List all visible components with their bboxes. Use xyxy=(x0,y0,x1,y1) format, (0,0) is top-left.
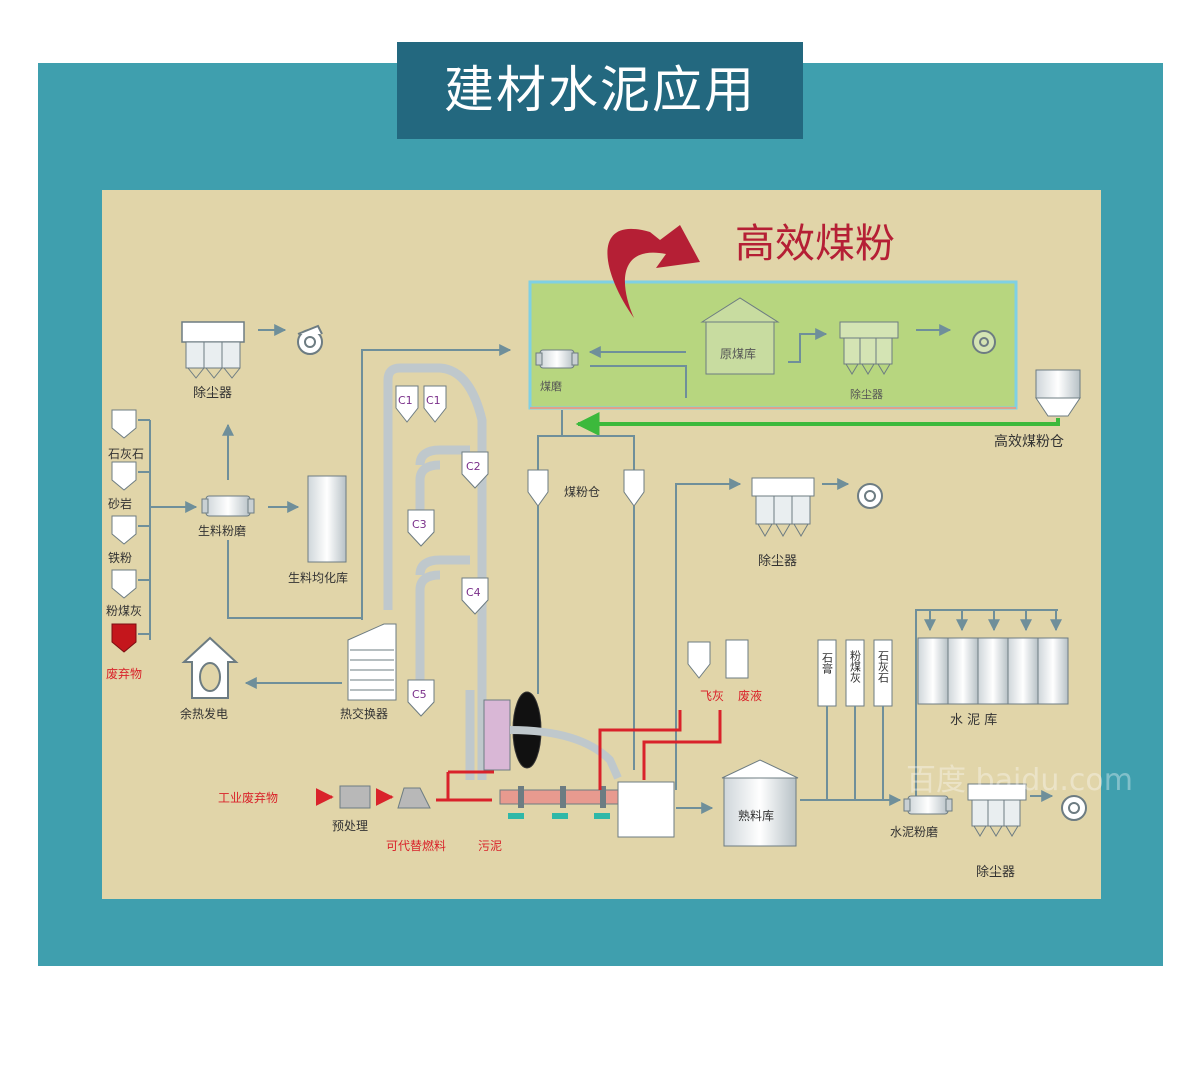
c1-label-a: C1 xyxy=(398,394,413,407)
raw-coal-shed-icon xyxy=(700,297,780,375)
waste-heat-label: 余热发电 xyxy=(180,706,228,721)
fan-bottom-icon xyxy=(1061,795,1087,821)
waste-label: 废弃物 xyxy=(106,666,142,681)
hopper-flyash-icon xyxy=(111,569,137,599)
raw-silo-icon xyxy=(307,475,347,563)
preheater-tower xyxy=(383,363,487,780)
c3-label: C3 xyxy=(412,518,427,531)
hopper-iron-icon xyxy=(111,515,137,545)
waste-liquid-tank-icon xyxy=(725,639,749,679)
dust-green-label: 除尘器 xyxy=(850,387,883,401)
clinker-silo-label: 熟料库 xyxy=(738,808,774,823)
rotary-kiln-icon xyxy=(499,786,621,819)
sludge-label: 污泥 xyxy=(478,839,502,853)
hec-silo-label: 高效煤粉仓 xyxy=(994,433,1064,450)
heat-exchanger-label: 热交换器 xyxy=(340,706,388,721)
c2-label: C2 xyxy=(466,460,481,473)
calciner-icon xyxy=(483,691,622,780)
industrial-waste-label: 工业废弃物 xyxy=(218,790,278,805)
highlight-label: 高效煤粉 xyxy=(735,221,895,267)
watermark: 百度 baidu.com xyxy=(906,763,1133,798)
fan-green-icon xyxy=(972,330,996,354)
dust-collector-top-left-icon xyxy=(181,321,245,379)
hopper-sandstone-icon xyxy=(111,461,137,491)
pretreat-label: 预处理 xyxy=(332,819,368,833)
c1-label-b: C1 xyxy=(426,394,441,407)
page-title: 建材水泥应用 xyxy=(397,42,803,139)
flyash-col-label: 粉煤灰 xyxy=(849,650,862,683)
flyash-bin-icon xyxy=(687,641,711,679)
cooler-icon xyxy=(617,781,675,838)
waste-liquid-label: 废液 xyxy=(738,688,762,703)
raw-coal-shed-label: 原煤库 xyxy=(720,346,756,361)
fan-mid-icon xyxy=(857,483,883,509)
red-curved-arrow xyxy=(607,225,700,318)
hopper-waste-icon xyxy=(111,623,137,653)
coal-mill-icon xyxy=(535,349,579,369)
coal-mill-label: 煤磨 xyxy=(540,380,562,393)
fan-icon xyxy=(297,324,323,355)
clinker-silo-icon xyxy=(721,759,799,847)
raw-silo-label: 生料均化库 xyxy=(288,570,348,585)
c5-label: C5 xyxy=(412,688,427,701)
cement-mill-icon xyxy=(903,795,953,815)
pretreat-box-icon xyxy=(339,785,371,809)
alt-fuel-label: 可代替燃料 xyxy=(386,838,446,853)
dust-collector-mid-icon xyxy=(751,477,815,537)
iron-label: 铁粉 xyxy=(108,551,132,565)
hopper-limestone-icon xyxy=(111,409,137,439)
cyclone-c5-icon xyxy=(407,679,435,717)
cement-mill-label: 水泥粉磨 xyxy=(890,825,938,839)
coal-bin-left-icon xyxy=(527,469,549,507)
heat-exchanger-icon xyxy=(347,623,397,701)
cyclone-c1-icon xyxy=(395,385,447,423)
hec-silo-icon xyxy=(1035,369,1081,417)
cyclone-c4-icon xyxy=(461,577,489,615)
alt-fuel-pile-icon xyxy=(397,787,431,809)
flyash-label: 飞灰 xyxy=(700,689,724,703)
raw-mill-label: 生料粉磨 xyxy=(198,524,246,538)
gypsum-label: 石膏 xyxy=(821,652,834,674)
cement-silo-label: 水 泥 库 xyxy=(950,712,997,728)
dust-top-label: 除尘器 xyxy=(193,386,232,401)
cyclone-c3-icon xyxy=(407,509,435,547)
dust-mid-label: 除尘器 xyxy=(758,554,797,569)
limestone-col-label: 石灰石 xyxy=(877,650,890,683)
cement-silos-icon xyxy=(917,637,1069,705)
dust-collector-bottom-icon xyxy=(967,783,1027,837)
flyash-coal-label: 粉煤灰 xyxy=(106,604,142,618)
cyclone-c2-icon xyxy=(461,451,489,489)
coal-bin-label: 煤粉仓 xyxy=(564,485,600,499)
waste-heat-icon xyxy=(181,636,239,699)
sandstone-label: 砂岩 xyxy=(108,496,132,511)
dust-bottom-label: 除尘器 xyxy=(976,865,1015,880)
coal-bin-right-icon xyxy=(623,469,645,507)
c4-label: C4 xyxy=(466,586,481,599)
dust-collector-green-icon xyxy=(839,321,899,375)
raw-mill-icon xyxy=(201,495,255,517)
limestone-label: 石灰石 xyxy=(108,447,144,461)
